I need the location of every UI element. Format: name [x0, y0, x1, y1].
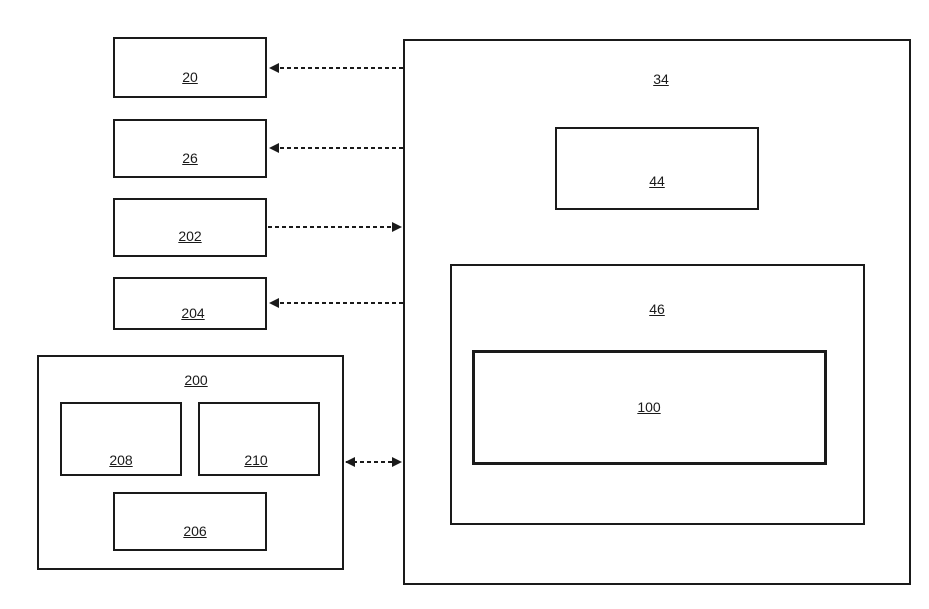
block-20 — [113, 37, 267, 98]
label-204: 204 — [181, 305, 204, 321]
block-204 — [113, 277, 267, 330]
label-44: 44 — [649, 173, 665, 189]
label-100: 100 — [637, 399, 660, 415]
label-208: 208 — [109, 452, 132, 468]
label-26: 26 — [182, 150, 198, 166]
block-26 — [113, 119, 267, 178]
label-202: 202 — [178, 228, 201, 244]
label-46: 46 — [649, 301, 665, 317]
label-200: 200 — [184, 372, 207, 388]
label-206: 206 — [183, 523, 206, 539]
block-44 — [555, 127, 759, 210]
label-210: 210 — [244, 452, 267, 468]
label-20: 20 — [182, 69, 198, 85]
block-206 — [113, 492, 267, 551]
label-34: 34 — [653, 71, 669, 87]
